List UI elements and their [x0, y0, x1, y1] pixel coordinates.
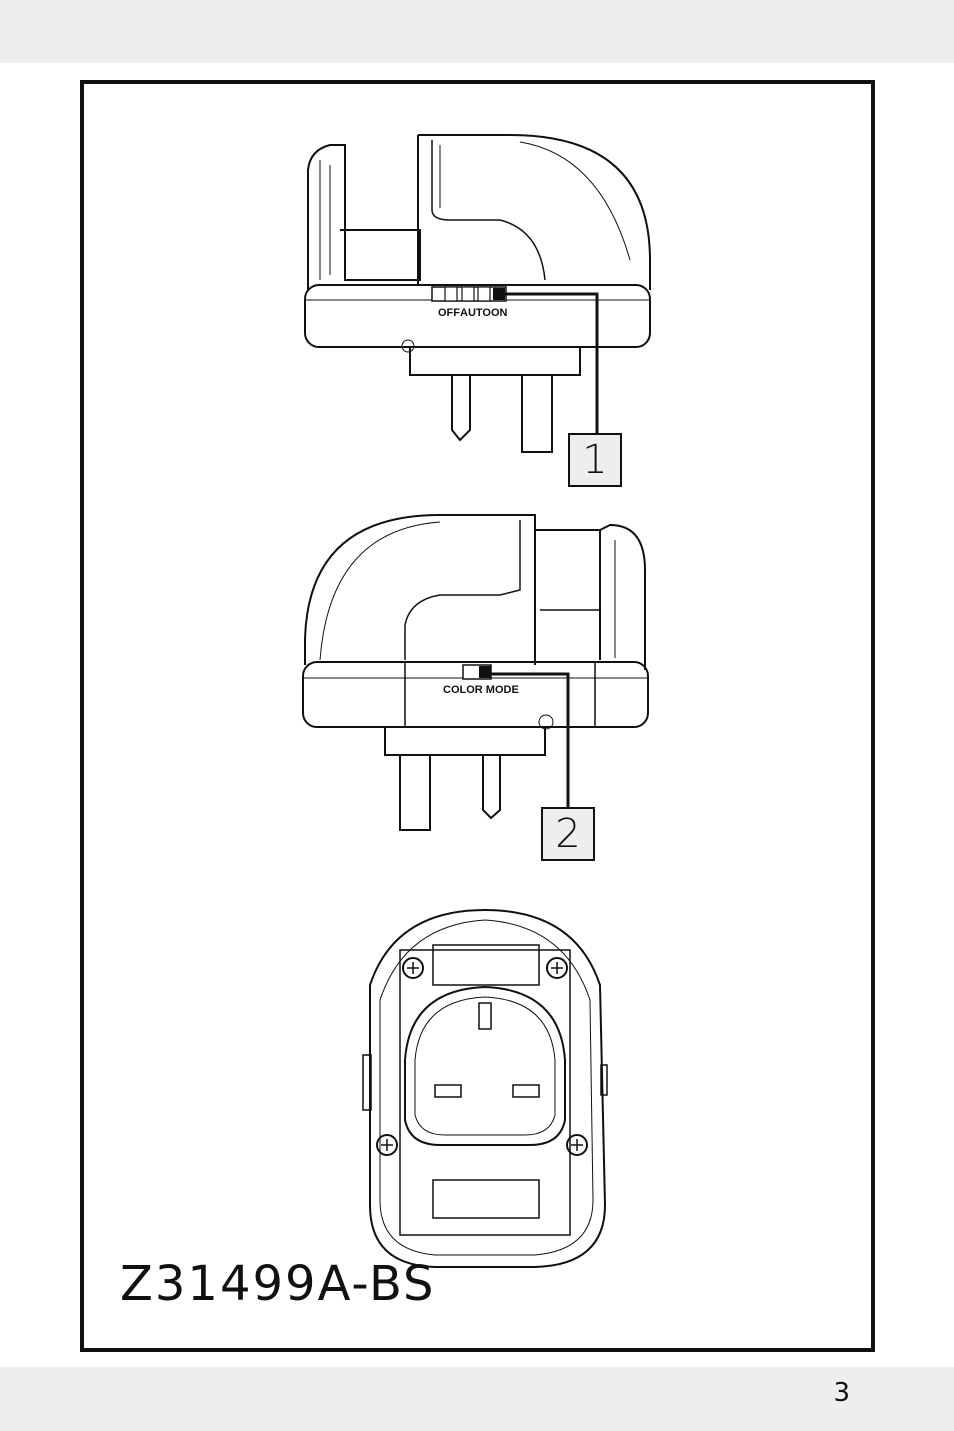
callout-1: 1: [568, 433, 622, 487]
device-side-view-1: OFF AUTO ON: [300, 130, 660, 470]
model-number: Z31499A-BS: [120, 1256, 436, 1312]
device-side-view-2: COLOR MODE: [300, 510, 660, 840]
switch-label-color-mode: COLOR MODE: [443, 684, 519, 696]
switch-label-off: OFF: [438, 307, 460, 319]
page-number: 3: [833, 1378, 850, 1408]
bottom-band: [0, 1367, 954, 1431]
switch-label-on: ON: [491, 307, 508, 319]
switch-label-auto: AUTO: [460, 307, 491, 319]
callout-2: 2: [541, 807, 595, 861]
top-band: [0, 0, 954, 63]
device-front-view: [355, 905, 615, 1275]
